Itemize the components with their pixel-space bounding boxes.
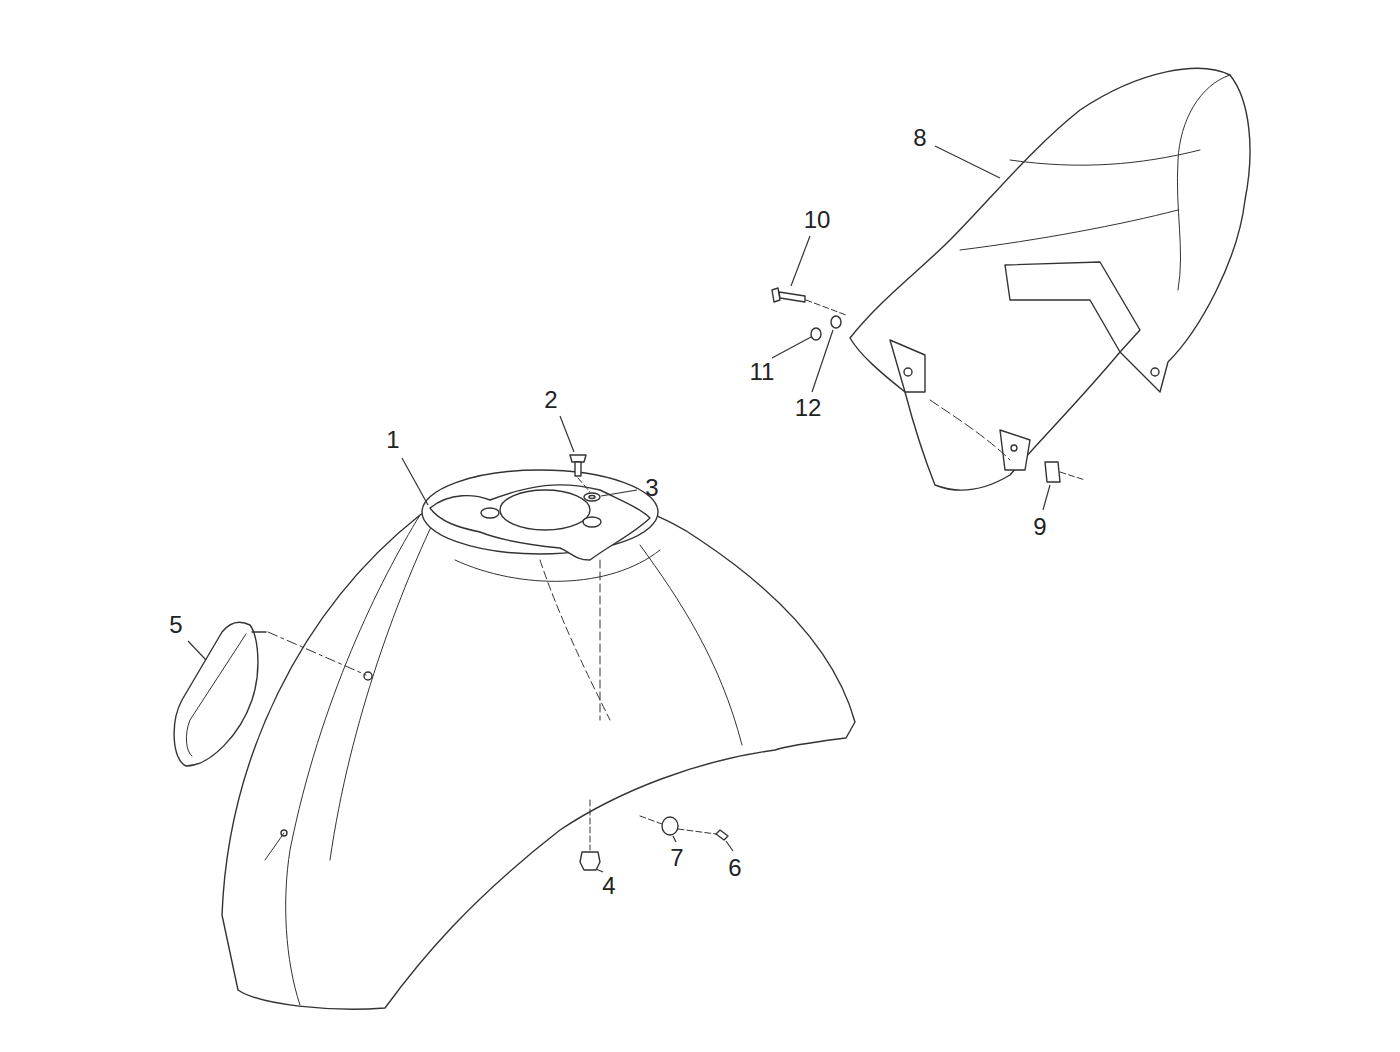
callout-number: 5 xyxy=(169,613,182,637)
side-reflector xyxy=(174,622,258,766)
washer xyxy=(811,328,821,340)
callout-number: 4 xyxy=(602,874,615,898)
front-fender xyxy=(222,489,855,1009)
screw xyxy=(570,455,586,462)
callout-number: 3 xyxy=(645,476,658,500)
grommet xyxy=(662,817,678,835)
callout-number: 11 xyxy=(750,360,775,384)
callout-number: 8 xyxy=(913,126,926,150)
leader-lines xyxy=(188,146,1050,872)
nut xyxy=(580,852,600,870)
callout-number: 6 xyxy=(728,856,741,880)
rear-mudguard xyxy=(850,68,1250,490)
callout-number: 10 xyxy=(804,208,831,232)
callout-number: 12 xyxy=(795,396,822,420)
washer xyxy=(584,493,600,501)
clip xyxy=(1045,462,1060,482)
callout-number: 1 xyxy=(386,428,399,452)
screw xyxy=(716,830,728,840)
callout-number: 7 xyxy=(670,846,683,870)
washer xyxy=(831,316,841,328)
callout-number: 9 xyxy=(1033,515,1046,539)
callout-number: 2 xyxy=(544,388,557,412)
